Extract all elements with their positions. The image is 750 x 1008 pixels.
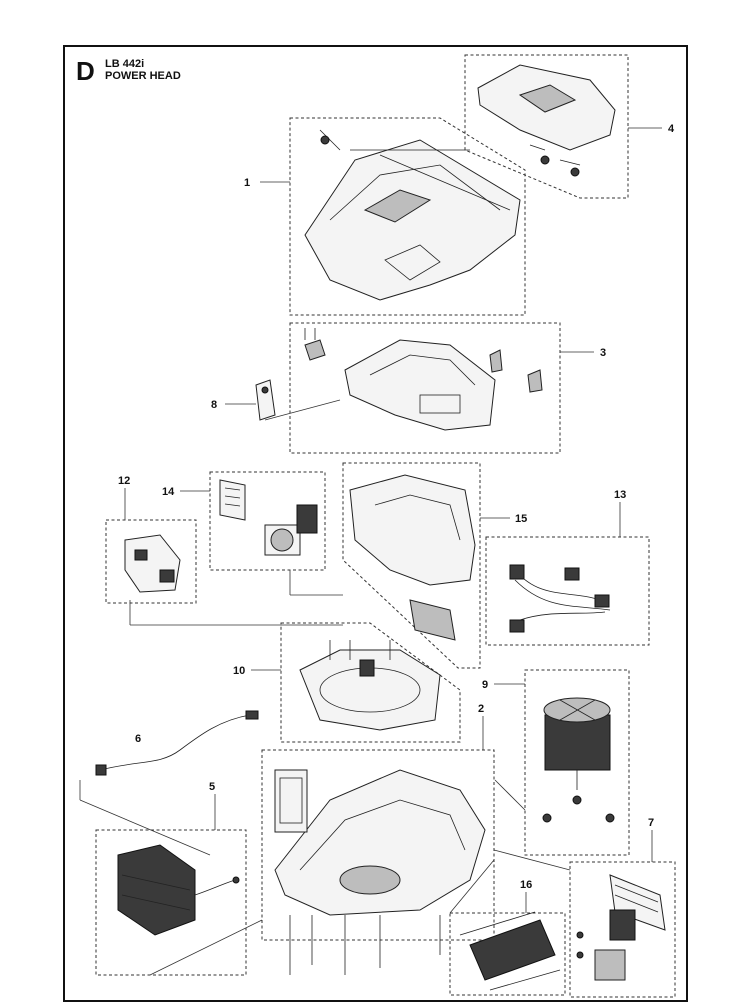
part-7-grille: [569, 861, 676, 998]
callout-16: 16: [520, 879, 532, 891]
section-letter: D: [76, 56, 95, 86]
callout-8: 8: [211, 399, 217, 411]
part-5-battery: [95, 829, 247, 976]
callout-12: 12: [118, 475, 130, 487]
part-3-frame: [289, 322, 561, 454]
part-15-inner-housing: [342, 462, 481, 669]
part-12-switch: [105, 519, 197, 604]
callout-10: 10: [233, 665, 245, 677]
part-9-motor: [524, 669, 630, 856]
callout-13: 13: [614, 489, 626, 501]
callout-9: 9: [482, 679, 488, 691]
part-2-chassis: [261, 749, 495, 975]
part-4-top-lid: [464, 54, 629, 199]
part-6-cable: [95, 710, 259, 776]
callout-5: 5: [209, 781, 215, 793]
model-label: LB 442i: [105, 58, 144, 70]
part-13-harness: [485, 536, 650, 646]
callout-3: 3: [600, 347, 606, 359]
callout-2: 2: [478, 703, 484, 715]
part-8-handle: [255, 379, 276, 421]
callout-14: 14: [162, 486, 175, 498]
part-1-top-cover: [289, 117, 526, 316]
part-10-motor-mount: [280, 622, 461, 743]
leader-lines: [79, 399, 571, 976]
title-label: POWER HEAD: [105, 70, 181, 82]
part-16-filter: [449, 911, 566, 996]
callout-4: 4: [668, 123, 675, 135]
callout-15: 15: [515, 513, 527, 525]
callout-7: 7: [648, 817, 654, 829]
part-14-fan: [209, 471, 326, 571]
page-frame: [63, 45, 688, 1002]
callout-6: 6: [135, 733, 141, 745]
callout-1: 1: [244, 177, 250, 189]
